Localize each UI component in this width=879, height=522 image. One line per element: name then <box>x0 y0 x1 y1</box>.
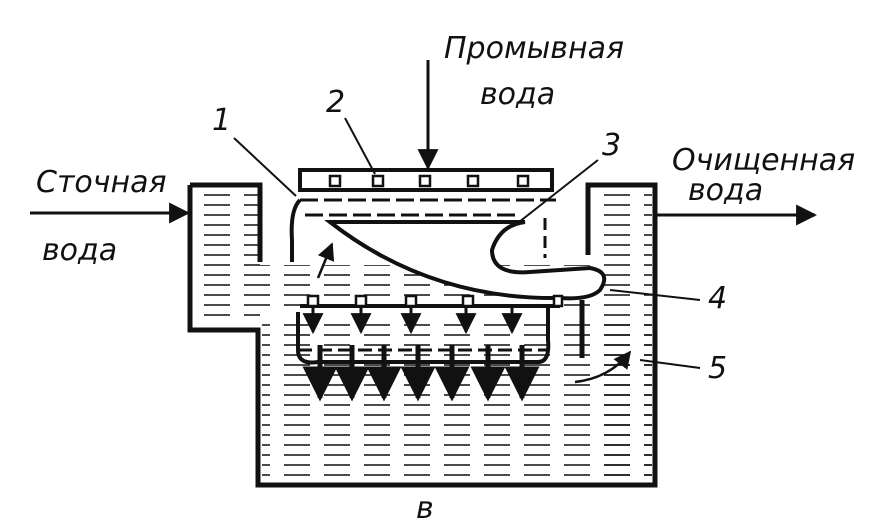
callout-4: 4 <box>708 281 727 316</box>
wastewater-label-line2: вода <box>42 233 117 268</box>
flow-arrow-right <box>574 350 632 384</box>
clean-water-label-line1: Очищенная <box>672 143 855 178</box>
collecting-trough <box>324 220 607 301</box>
wastewater-label-line1: Сточная <box>36 165 167 200</box>
figure-letter: в <box>416 491 434 522</box>
drum-housing <box>289 198 551 365</box>
spray-nozzles-bottom <box>306 294 564 308</box>
inlet-chamber-wall <box>187 182 658 488</box>
leader-lines <box>233 117 701 369</box>
clean-water-label-line2: вода <box>688 173 763 208</box>
filtration-arrows <box>302 345 540 402</box>
callout-5: 5 <box>708 351 727 386</box>
nozzle-spray-arrows <box>302 308 523 335</box>
callout-2: 2 <box>326 85 345 120</box>
flow-arrow-up <box>316 242 335 279</box>
drum-top <box>300 198 556 217</box>
wash-water-label-line1: Промывная <box>444 31 624 66</box>
callout-1: 1 <box>212 103 231 138</box>
callout-3: 3 <box>602 128 621 163</box>
spray-nozzles-top <box>328 174 530 188</box>
wash-water-label-line2: вода <box>480 77 555 112</box>
